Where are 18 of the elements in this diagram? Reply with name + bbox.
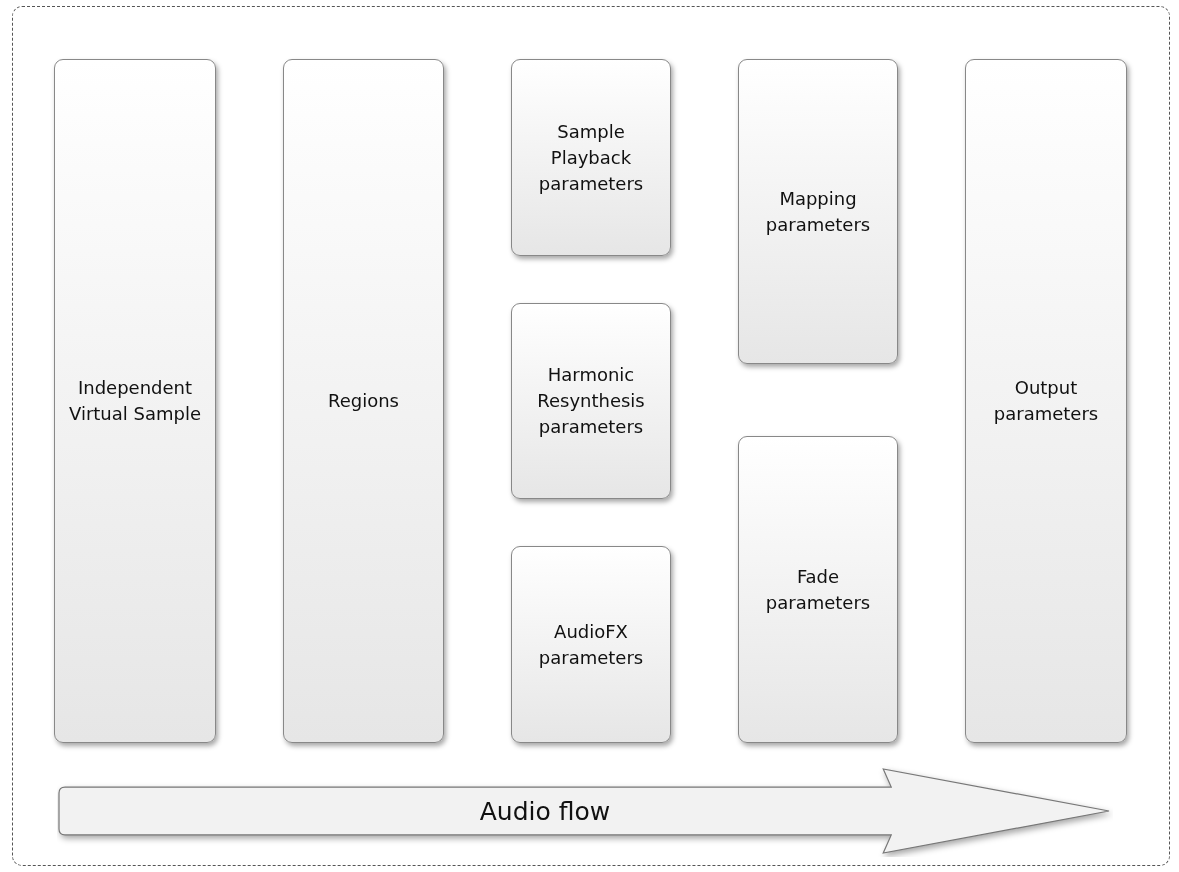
box-label: Sample Playback parameters bbox=[537, 119, 645, 196]
stage-box bbox=[738, 59, 898, 364]
dashed-frame bbox=[12, 6, 1170, 866]
stage-box bbox=[283, 59, 444, 743]
box-label: Output parameters bbox=[992, 376, 1100, 426]
stage-box bbox=[511, 303, 671, 499]
stage-box bbox=[738, 436, 898, 743]
box-label: Regions bbox=[327, 389, 400, 413]
box-label: Harmonic Resynthesis parameters bbox=[536, 363, 646, 439]
box-label: Fade parameters bbox=[764, 564, 872, 615]
arrow-label: Audio flow bbox=[479, 796, 611, 826]
stage-box bbox=[54, 59, 216, 743]
stage-box bbox=[511, 59, 671, 256]
box-label: AudioFX parameters bbox=[537, 619, 645, 670]
stage-box bbox=[511, 546, 671, 743]
box-label: Mapping parameters bbox=[764, 186, 872, 237]
box-label: Independent Virtual Sample bbox=[68, 376, 202, 426]
stage-box bbox=[965, 59, 1127, 743]
